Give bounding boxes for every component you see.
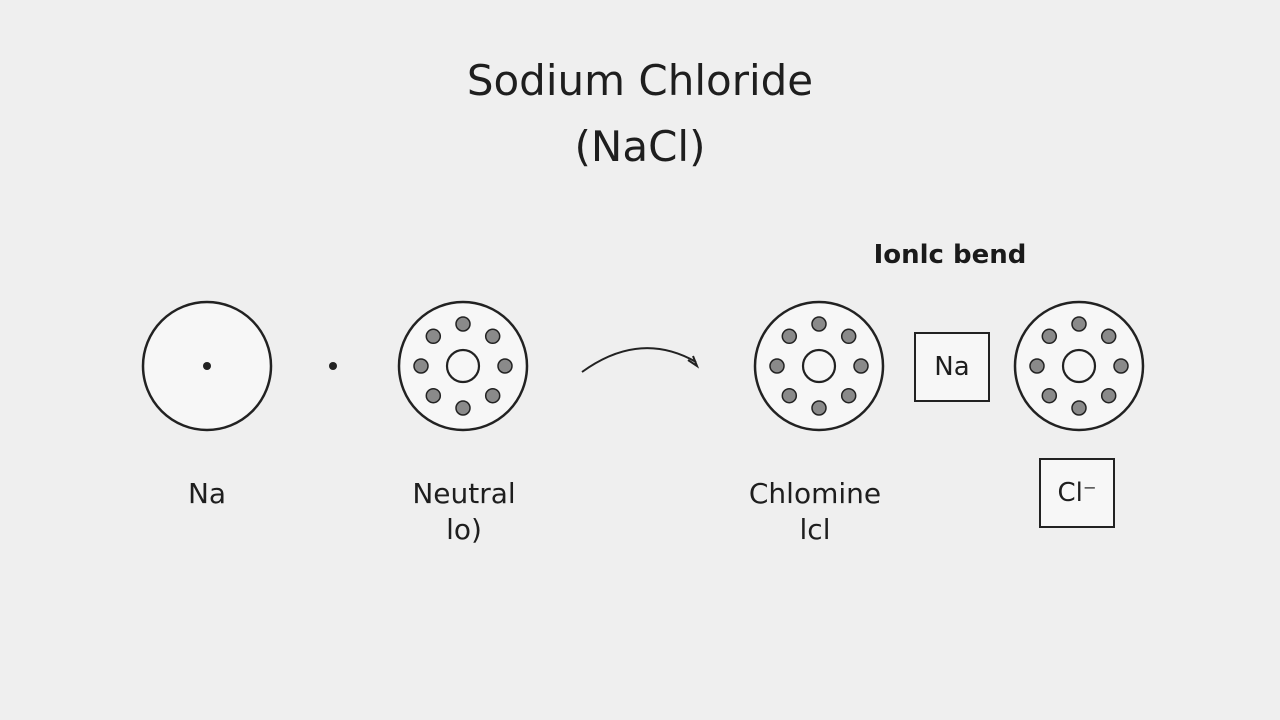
chlorine-atom-electron bbox=[770, 359, 784, 373]
chloride-ion-atom-electron bbox=[1072, 317, 1086, 331]
neutral-atom-nucleus bbox=[447, 350, 479, 382]
chlorine-atom-electron bbox=[782, 389, 796, 403]
chlorine-atom-electron bbox=[854, 359, 868, 373]
neutral-atom-electron bbox=[456, 317, 470, 331]
chlorine-atom-electron bbox=[782, 329, 796, 343]
chloride-ion-atom-electron bbox=[1114, 359, 1128, 373]
neutral-atom-electron bbox=[486, 389, 500, 403]
neutral-atom-label: Neutral lo) bbox=[384, 476, 544, 548]
neutral-atom-label-line-2: lo) bbox=[384, 512, 544, 548]
sodium-nucleus bbox=[203, 362, 211, 370]
chloride-ion-box: Cl⁻ bbox=[1039, 458, 1115, 528]
neutral-atom-label-line-1: Neutral bbox=[384, 476, 544, 512]
neutral-atom-electron bbox=[498, 359, 512, 373]
chlorine-atom-nucleus bbox=[803, 350, 835, 382]
chlorine-atom-electron bbox=[842, 329, 856, 343]
chloride-ion-atom-electron bbox=[1072, 401, 1086, 415]
neutral-atom-electron bbox=[486, 329, 500, 343]
chlorine-atom-electron bbox=[812, 401, 826, 415]
sodium-label-line: Na bbox=[127, 476, 287, 512]
chloride-ion-atom bbox=[1015, 302, 1143, 430]
chloride-ion-atom-electron bbox=[1102, 329, 1116, 343]
chlorine-label-line-2: lcl bbox=[724, 512, 906, 548]
chlorine-label-line-1: Chlomine bbox=[724, 476, 906, 512]
sodium-atom bbox=[143, 302, 271, 430]
transfer-arrow-curve bbox=[582, 348, 696, 372]
transfer-arrow bbox=[582, 348, 697, 372]
neutral-atom-electron bbox=[414, 359, 428, 373]
free-electron bbox=[329, 362, 337, 370]
neutral-atom bbox=[399, 302, 527, 430]
sodium-label: Na bbox=[127, 476, 287, 512]
neutral-atom-electron bbox=[426, 389, 440, 403]
chloride-ion-atom-nucleus bbox=[1063, 350, 1095, 382]
chlorine-label: Chlomine lcl bbox=[724, 476, 906, 548]
chlorine-atom-electron bbox=[812, 317, 826, 331]
sodium-ion-box: Na⁲ bbox=[914, 332, 990, 402]
chlorine-atom bbox=[755, 302, 883, 430]
chlorine-atom-electron bbox=[842, 389, 856, 403]
neutral-atom-electron bbox=[426, 329, 440, 343]
neutral-atom-electron bbox=[456, 401, 470, 415]
chloride-ion-atom-electron bbox=[1042, 329, 1056, 343]
chloride-ion-atom-electron bbox=[1042, 389, 1056, 403]
chloride-ion-atom-electron bbox=[1030, 359, 1044, 373]
chloride-ion-atom-electron bbox=[1102, 389, 1116, 403]
